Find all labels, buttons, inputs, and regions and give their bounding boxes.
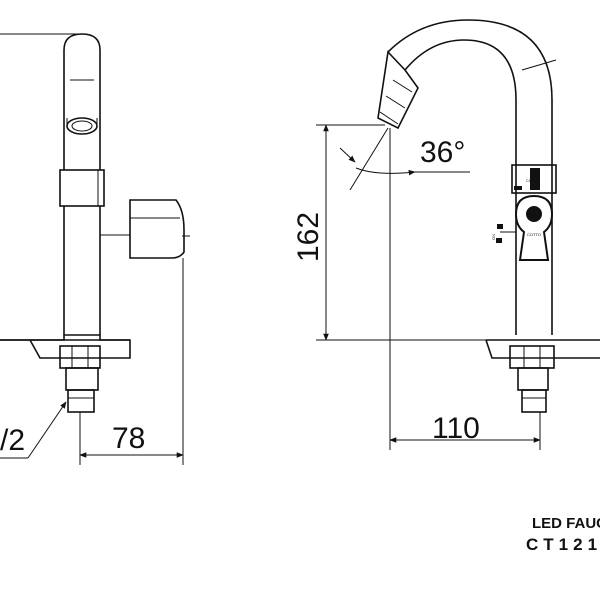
front-view [316, 19, 600, 450]
spout-head [377, 50, 419, 130]
mount-nut [59, 345, 101, 369]
handle-top-label: COLD [526, 178, 537, 183]
handle-brand-label: COTTO [527, 232, 541, 237]
shank [67, 389, 95, 413]
reach-label: 110 [432, 412, 480, 445]
handle-side [129, 199, 185, 259]
body [63, 206, 101, 335]
angle-ray [349, 127, 389, 191]
product-model: CT1211 [526, 535, 600, 554]
body-collar [59, 169, 105, 207]
front-collar [511, 164, 557, 194]
height-label: 162 [292, 212, 325, 262]
handle-front [514, 194, 554, 261]
handle-side-label: ON [491, 234, 496, 240]
spout-tube [63, 33, 101, 170]
angle-label: 36° [420, 136, 465, 169]
spout-inner [387, 19, 553, 165]
product-name: LED FAUC [532, 515, 600, 532]
front-nut [509, 345, 555, 369]
front-shank [521, 389, 547, 413]
side-view [0, 33, 190, 465]
thread-leader [27, 401, 67, 459]
angle-arc [355, 167, 416, 176]
depth-label: 78 [112, 422, 145, 455]
thread-label: /2 [0, 424, 25, 457]
spout-outer [404, 39, 517, 165]
